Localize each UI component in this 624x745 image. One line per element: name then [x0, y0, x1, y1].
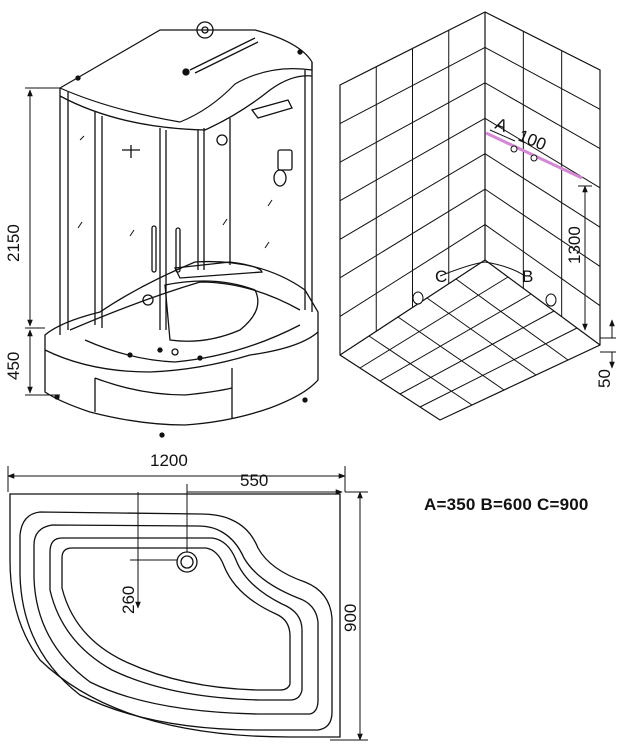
tile-joint [379, 293, 532, 382]
tile-joint [484, 82, 601, 150]
wall-label-b: B [522, 267, 533, 286]
wall-label-c: C [435, 267, 447, 286]
wall-floor-label: 50 [595, 369, 614, 388]
wall-annotations [412, 129, 616, 369]
tray-drain-depth-label: 260 [119, 586, 138, 614]
cabin-base-height-label: 450 [4, 352, 23, 380]
wall-label-a: A [493, 114, 511, 136]
tile-joint [399, 310, 555, 395]
shower-cabin-view [44, 21, 319, 438]
tile-joint [419, 327, 578, 408]
tile-joint [484, 188, 601, 267]
tile-joint [397, 316, 505, 391]
glass-reflections [77, 135, 273, 249]
wall-height-label: 1300 [565, 226, 584, 264]
tile-joint [359, 276, 509, 369]
tile-joint [484, 46, 601, 110]
spacing-formula: A=350 B=600 C=900 [424, 495, 589, 514]
tile-joint [484, 224, 601, 307]
tray-depth-label: 900 [341, 604, 360, 632]
tray-drain-offset-label: 550 [240, 471, 268, 490]
tiled-wall-corner [339, 11, 601, 421]
tile-joint [426, 297, 537, 376]
tile-joint [368, 335, 473, 406]
tray-dimension-lines [7, 466, 368, 741]
shower-tray-plan [9, 493, 341, 738]
cabin-height-label: 2150 [4, 224, 23, 262]
cabin-dimension-lines [25, 87, 60, 396]
tile-joint [455, 278, 569, 361]
tile-joint [484, 153, 601, 228]
tray-width-label: 1200 [150, 451, 188, 470]
